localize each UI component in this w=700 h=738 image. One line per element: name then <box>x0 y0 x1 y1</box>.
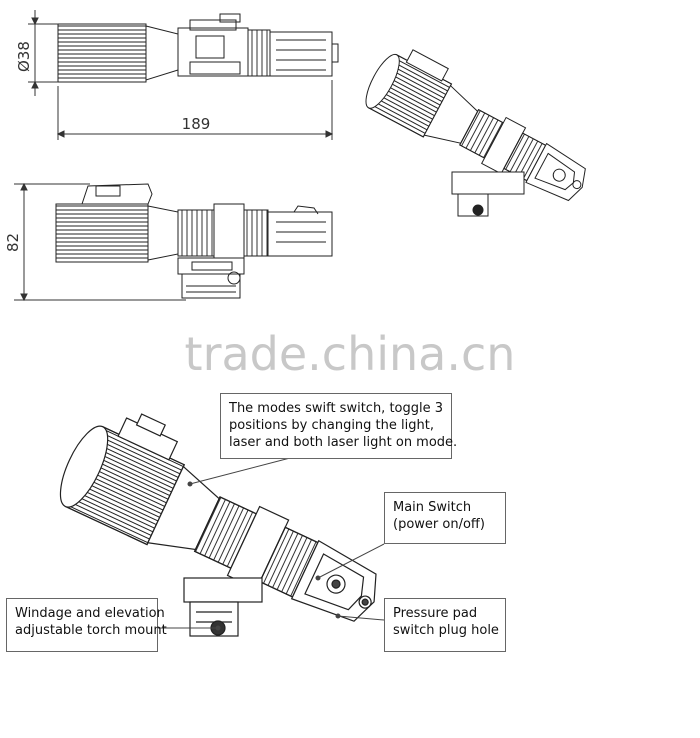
callout-text: adjustable torch mount <box>15 623 167 638</box>
callout-text: Pressure pad <box>393 606 478 621</box>
isometric-view-small <box>365 49 586 217</box>
side-view-drawing <box>55 183 333 299</box>
length-dimension <box>56 80 334 140</box>
callout-text: positions by changing the light, <box>229 418 434 433</box>
callout-torch-mount: Windage and elevation adjustable torch m… <box>6 598 167 652</box>
callout-mode-switch: The modes swift switch, toggle 3 positio… <box>220 393 458 459</box>
callout-text: laser and both laser light on mode. <box>229 435 458 450</box>
callout-pressure-pad: Pressure pad switch plug hole <box>384 598 506 652</box>
callout-text: switch plug hole <box>393 623 499 638</box>
diameter-label: Ø38 <box>15 41 33 72</box>
diameter-dimension <box>28 10 58 96</box>
callout-text: Windage and elevation <box>15 606 165 621</box>
isometric-view-large <box>59 413 377 637</box>
callout-leaders <box>158 457 385 631</box>
callout-text: Main Switch <box>393 500 472 515</box>
callout-main-switch: Main Switch (power on/off) <box>384 492 506 544</box>
callout-text: The modes swift switch, toggle 3 <box>229 401 444 416</box>
top-view-drawing <box>57 13 339 83</box>
height-dimension <box>14 182 186 302</box>
watermark: trade.china.cn <box>185 327 516 381</box>
length-label: 189 <box>182 115 211 133</box>
callout-text: (power on/off) <box>393 517 485 532</box>
height-label: 82 <box>4 233 22 252</box>
